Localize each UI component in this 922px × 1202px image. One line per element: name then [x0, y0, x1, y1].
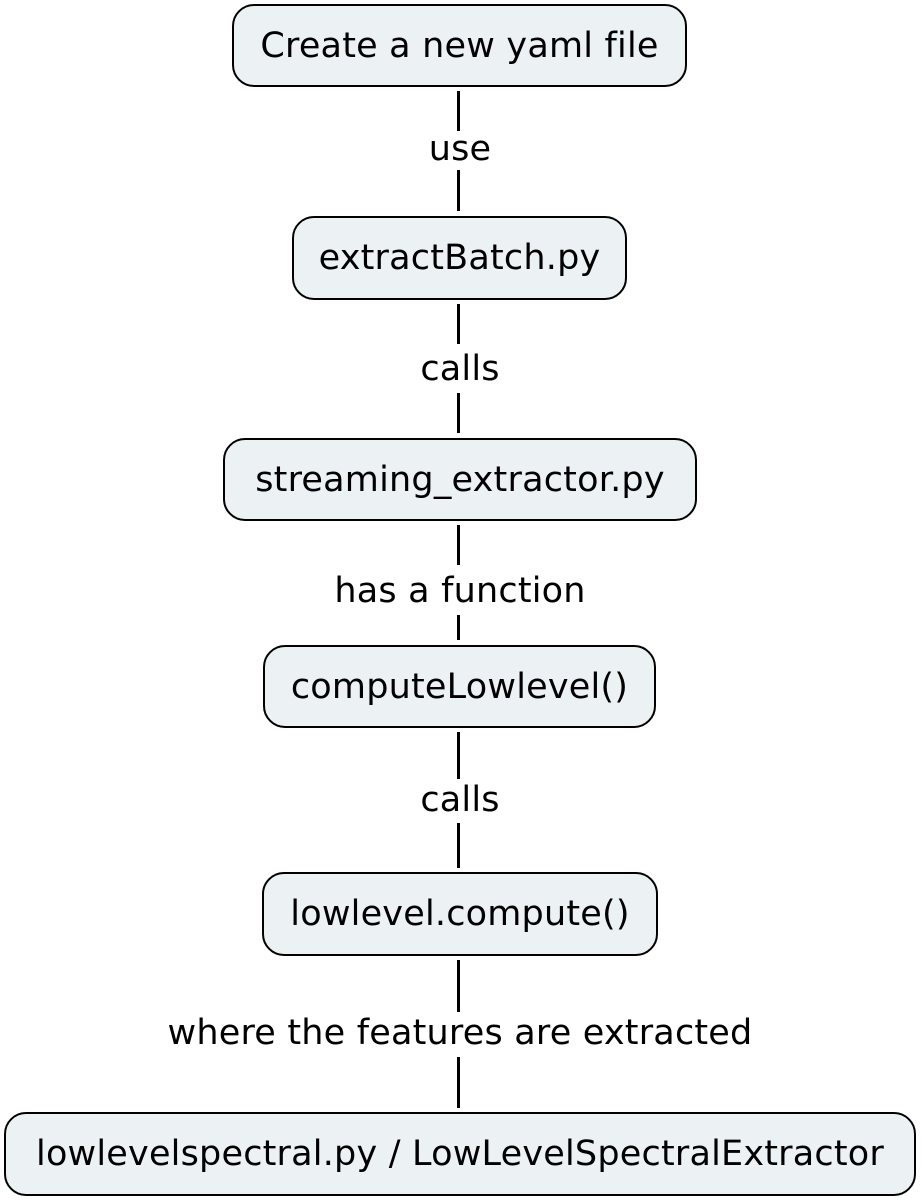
node-lowlevel-compute: lowlevel.compute(): [262, 872, 658, 956]
node-streaming-extractor: streaming_extractor.py: [223, 438, 697, 521]
edge-label-calls-1: calls: [420, 349, 500, 389]
edge-line-use-bottom: [457, 170, 460, 211]
edge-label-calls-2: calls: [420, 780, 500, 820]
node-lowlevel-spectral: lowlevelspectral.py / LowLevelSpectralEx…: [4, 1112, 916, 1196]
edge-line-features-bottom: [457, 1057, 460, 1108]
node-create-yaml: Create a new yaml file: [232, 4, 687, 87]
edge-label-has-function: has a function: [334, 571, 586, 611]
edge-line-use-top: [457, 91, 460, 131]
edge-line-calls-2-top: [457, 732, 460, 779]
node-extract-batch: extractBatch.py: [292, 216, 627, 300]
node-compute-lowlevel: computeLowlevel(): [263, 645, 656, 728]
edge-line-calls-2-bottom: [457, 823, 460, 868]
edge-label-use: use: [428, 129, 492, 169]
edge-line-features-top: [457, 960, 460, 1012]
edge-line-has-function-top: [457, 525, 460, 565]
edge-line-calls-1-top: [457, 304, 460, 344]
edge-line-calls-1-bottom: [457, 393, 460, 433]
edge-label-features-extracted: where the features are extracted: [167, 1013, 753, 1053]
edge-line-has-function-bottom: [457, 615, 460, 640]
